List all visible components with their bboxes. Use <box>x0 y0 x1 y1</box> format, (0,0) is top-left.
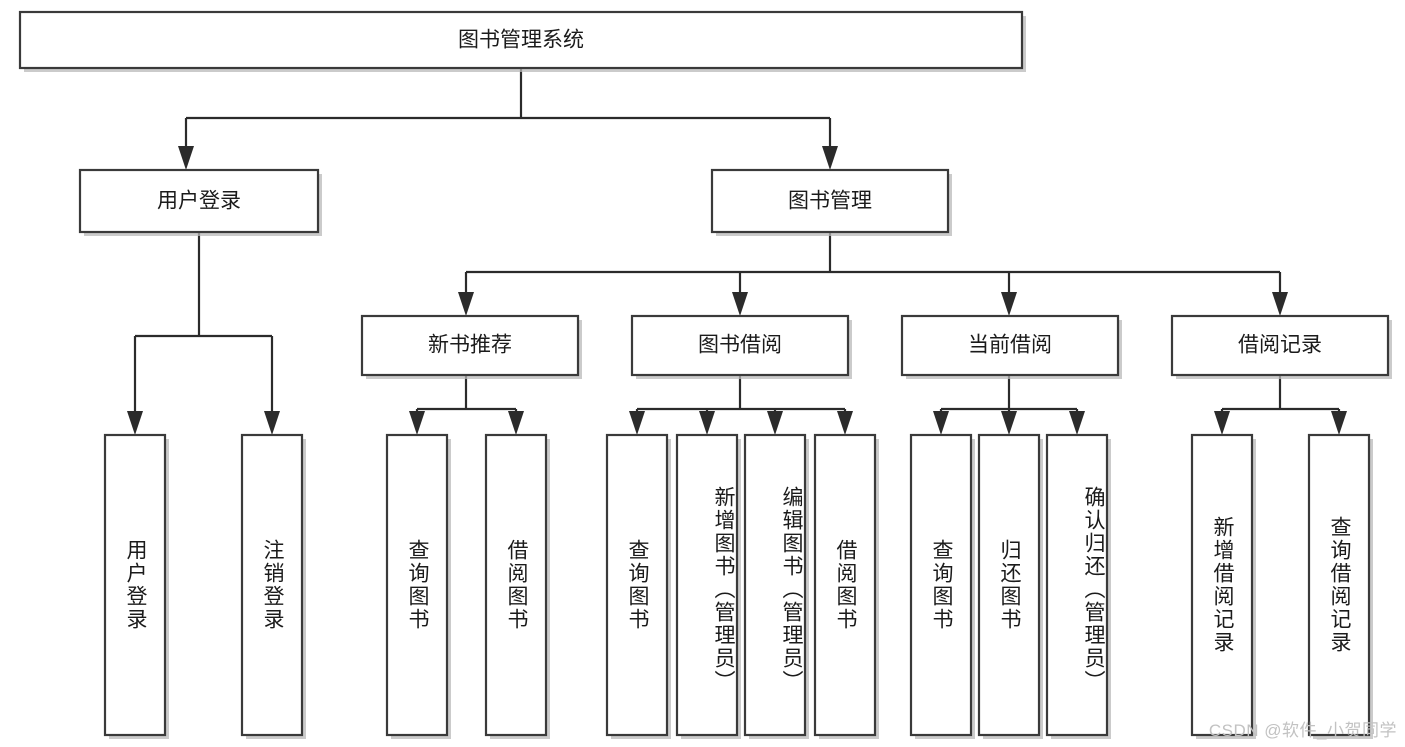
node-user-login-label: 用户登录 <box>157 190 241 213</box>
leaf-current-query-book[interactable] <box>909 433 973 737</box>
node-borrow-record[interactable] <box>1170 314 1390 377</box>
arrow-borrow-record-leaf2 <box>1331 411 1347 435</box>
arrow-book-borrow-leaf4 <box>837 411 853 435</box>
node-user-login[interactable] <box>78 168 320 234</box>
arrow-book-borrow-leaf2 <box>699 411 715 435</box>
leaf-current-return-book[interactable] <box>977 433 1041 737</box>
leaf-record-add[interactable] <box>1190 433 1254 737</box>
arrow-user-login-leaf2 <box>264 411 280 435</box>
node-current-borrow[interactable] <box>900 314 1120 377</box>
leaf-user-login[interactable] <box>103 433 167 737</box>
node-current-borrow-label: 当前借阅 <box>968 334 1052 357</box>
node-book-management-label: 图书管理 <box>788 190 872 213</box>
arrow-user-login-leaf1 <box>127 411 143 435</box>
arrow-root-to-user-login <box>178 146 194 170</box>
leaf-borrow-add-book[interactable] <box>675 433 739 737</box>
arrow-current-borrow-leaf2 <box>1001 411 1017 435</box>
node-book-borrow[interactable] <box>630 314 850 377</box>
node-borrow-record-label: 借阅记录 <box>1238 334 1322 357</box>
arrow-new-book-leaf2 <box>508 411 524 435</box>
arrow-borrow-record-leaf1 <box>1214 411 1230 435</box>
node-new-book-recommend-label: 新书推荐 <box>428 334 512 357</box>
arrow-current-borrow-leaf3 <box>1069 411 1085 435</box>
arrow-to-new-book <box>458 292 474 316</box>
arrow-current-borrow-leaf1 <box>933 411 949 435</box>
arrow-to-current-borrow <box>1001 292 1017 316</box>
node-root[interactable] <box>18 10 1024 70</box>
leaf-borrow-edit-book[interactable] <box>743 433 807 737</box>
arrow-new-book-leaf1 <box>409 411 425 435</box>
node-layer: 图书管理系统 用户登录 图书管理 新书推荐 图书借阅 当前借阅 借阅记录 <box>18 10 1392 739</box>
node-root-label: 图书管理系统 <box>458 29 584 52</box>
arrow-book-borrow-leaf1 <box>629 411 645 435</box>
arrow-root-to-book-mgmt <box>822 146 838 170</box>
leaf-new-book-query[interactable] <box>385 433 449 737</box>
csdn-watermark: CSDN @软件_小贺同学 <box>1208 721 1397 740</box>
arrow-book-borrow-leaf3 <box>767 411 783 435</box>
leaf-current-confirm-return[interactable] <box>1045 433 1109 737</box>
leaf-record-query[interactable] <box>1307 433 1371 737</box>
leaf-borrow-borrow-book[interactable] <box>813 433 877 737</box>
node-new-book-recommend[interactable] <box>360 314 580 377</box>
leaf-user-logout[interactable] <box>240 433 304 737</box>
arrow-to-book-borrow <box>732 292 748 316</box>
leaf-new-book-borrow[interactable] <box>484 433 548 737</box>
leaf-borrow-query-book[interactable] <box>605 433 669 737</box>
arrow-to-borrow-record <box>1272 292 1288 316</box>
node-book-borrow-label: 图书借阅 <box>698 334 782 357</box>
connector-layer <box>127 68 1347 435</box>
node-book-management[interactable] <box>710 168 950 234</box>
